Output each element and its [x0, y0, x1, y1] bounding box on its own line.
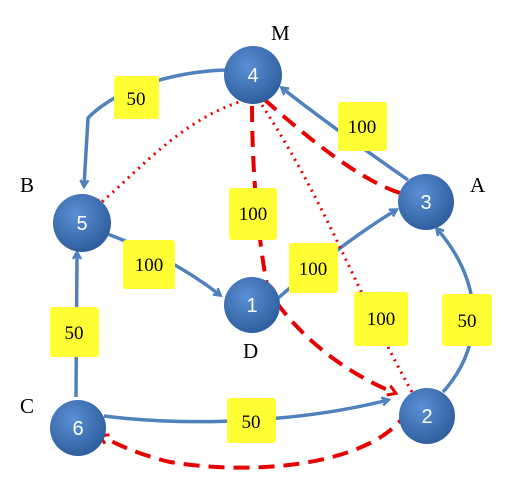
- node-letter-m: M: [271, 21, 290, 45]
- weight-label: 50: [242, 412, 261, 433]
- weight-box-6-5: 50: [50, 307, 99, 357]
- weight-box-5-1: 100: [123, 240, 175, 289]
- nodes-group: 4 5 1 3 6 2: [50, 46, 455, 456]
- weight-box-4-5: 50: [114, 76, 159, 119]
- red-path-weight-labels: 100 100: [229, 188, 408, 346]
- red-dashed-2-to-6: [101, 409, 410, 470]
- node-5: 5: [53, 194, 111, 252]
- node-label: 6: [72, 418, 83, 440]
- weight-label: 100: [367, 309, 396, 330]
- weight-label: 50: [127, 89, 146, 110]
- weight-box-1-3: 100: [289, 243, 338, 293]
- node-6: 6: [50, 400, 106, 456]
- node-letter-d: D: [243, 339, 258, 363]
- node-3: 3: [398, 174, 454, 230]
- node-letter-c: C: [20, 394, 34, 418]
- node-label: 2: [421, 406, 432, 428]
- node-4: 4: [224, 46, 282, 104]
- node-label: 5: [76, 213, 87, 235]
- weight-label: 50: [458, 311, 477, 332]
- red-dashed-3-to-4: [263, 98, 401, 195]
- weight-label: 50: [65, 323, 84, 344]
- node-1: 1: [224, 277, 280, 333]
- weight-box-2-3: 50: [442, 294, 492, 346]
- node-label: 4: [247, 65, 258, 87]
- weight-box-3-4: 100: [338, 102, 387, 151]
- weight-box-red-2-4: 100: [354, 292, 408, 346]
- weight-label: 100: [239, 204, 268, 225]
- edge-weight-labels: 50 100 100 100 50 50 50: [50, 76, 492, 443]
- node-letter-a: A: [470, 173, 486, 197]
- weight-label: 100: [348, 117, 377, 138]
- weight-box-6-2: 50: [227, 398, 276, 443]
- node-letters: M B A D C: [20, 21, 486, 418]
- node-2: 2: [399, 388, 455, 444]
- weight-label: 100: [135, 255, 164, 276]
- red-dotted-2-to-4: [260, 104, 414, 393]
- node-label: 1: [246, 295, 257, 317]
- weight-box-red-4-2: 100: [229, 188, 277, 240]
- node-label: 3: [420, 192, 431, 214]
- node-letter-b: B: [20, 173, 34, 197]
- weight-label: 100: [299, 259, 328, 280]
